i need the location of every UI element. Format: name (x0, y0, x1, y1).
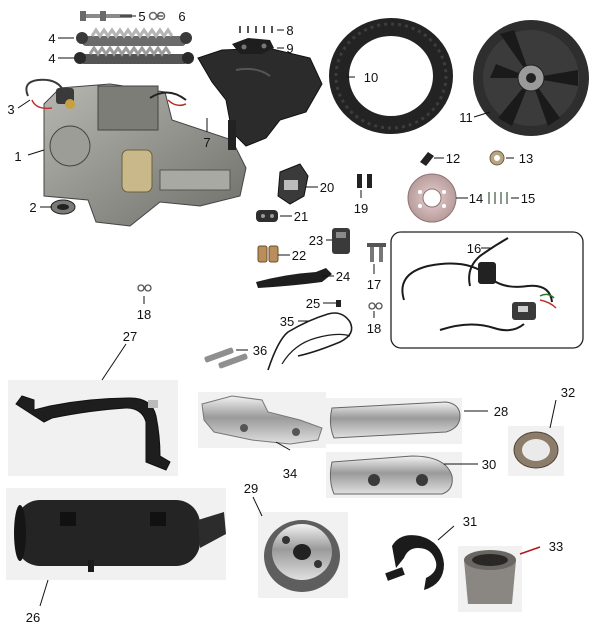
bolt-icon (367, 243, 386, 262)
wheel-rim-icon (473, 20, 589, 136)
part-label-34: 34 (283, 466, 297, 481)
part-labels: 1 2 3 4 4 5 6 7 8 9 10 11 12 13 14 15 16… (7, 9, 575, 625)
part-label-17: 17 (367, 277, 381, 292)
shock-absorber-icon (74, 45, 194, 64)
part-label-19: 19 (354, 201, 368, 216)
bolt-icon (80, 11, 132, 21)
cable-icon (267, 312, 353, 371)
part-label-29: 29 (244, 481, 258, 496)
clip-icon (336, 300, 341, 307)
clip-icon (420, 152, 434, 166)
part-label-15: 15 (521, 191, 535, 206)
part-label-16: 16 (467, 241, 481, 256)
part-label-18b: 18 (367, 321, 381, 336)
sleeve-photo (458, 546, 522, 612)
part-label-18a: 18 (137, 307, 151, 322)
end-cap-photo (258, 512, 348, 598)
part-label-25: 25 (306, 296, 320, 311)
part-label-32: 32 (561, 385, 575, 400)
master-cylinder-icon (332, 228, 350, 254)
engine-cover-photo (198, 392, 326, 448)
part-label-8: 8 (286, 23, 293, 38)
heat-shield-icon (329, 401, 461, 439)
part-label-7: 7 (203, 135, 210, 150)
lever-icon (256, 268, 332, 288)
shock-absorber-icon (76, 27, 192, 46)
part-label-30: 30 (482, 457, 496, 472)
part-label-21: 21 (294, 209, 308, 224)
washer-icon (148, 11, 166, 21)
nut-icon (489, 150, 505, 166)
heat-shield-photo (326, 398, 462, 444)
part-label-28: 28 (494, 404, 508, 419)
tire-icon (329, 18, 453, 134)
bolt-icon (204, 347, 248, 369)
ignition-switch-icon (25, 78, 75, 110)
clamp-icon (385, 535, 444, 590)
part-label-35: 35 (280, 314, 294, 329)
part-label-2: 2 (29, 200, 36, 215)
end-cap-icon (264, 520, 340, 592)
exhaust-pipe-photo (8, 380, 178, 476)
leader-lines (17, 15, 557, 607)
ring-icon (513, 431, 559, 469)
chrome-cover-photo (326, 452, 462, 498)
part-label-14: 14 (469, 191, 483, 206)
part-label-4a: 4 (48, 31, 55, 46)
part-label-36: 36 (253, 343, 267, 358)
bolt-icon (357, 174, 372, 188)
part-label-5: 5 (138, 9, 145, 24)
exhaust-pipe-icon (15, 395, 171, 471)
part-label-13: 13 (519, 151, 533, 166)
brake-pad-icon (257, 245, 279, 263)
part-label-24: 24 (336, 269, 350, 284)
part-label-26: 26 (26, 610, 40, 625)
part-label-3: 3 (7, 102, 14, 117)
washer-icon (137, 284, 152, 292)
screw-icon (239, 26, 273, 33)
plate-icon (256, 210, 278, 222)
part-label-20: 20 (320, 180, 334, 195)
part-label-11: 11 (459, 110, 473, 125)
part-label-12: 12 (446, 151, 460, 166)
ring-photo (508, 426, 564, 476)
part-label-4b: 4 (48, 51, 55, 66)
caliper-icon (277, 163, 309, 205)
part-label-31: 31 (463, 514, 477, 529)
part-label-10: 10 (364, 70, 378, 85)
part-label-27: 27 (123, 329, 137, 344)
part-label-6: 6 (178, 9, 185, 24)
part-label-9: 9 (286, 41, 293, 56)
bolt-icon (488, 192, 508, 204)
engine-icon (43, 83, 247, 227)
part-label-33: 33 (549, 539, 563, 554)
part-label-22: 22 (292, 248, 306, 263)
gasket-icon (50, 199, 76, 215)
washer-icon (368, 302, 383, 310)
muffler-icon (14, 500, 226, 572)
chrome-cover-icon (329, 455, 453, 495)
brake-disc-icon (407, 173, 457, 223)
sleeve-icon (464, 550, 516, 604)
part-label-1: 1 (14, 149, 21, 164)
part-label-23: 23 (309, 233, 323, 248)
muffler-photo (6, 488, 226, 580)
harness-frame (390, 231, 584, 349)
wiring-harness-icon (401, 237, 557, 332)
bracket-icon (232, 38, 274, 54)
